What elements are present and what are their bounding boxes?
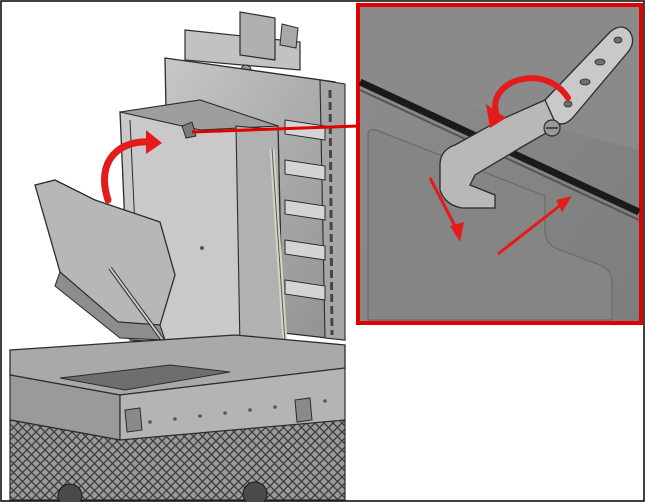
wheel-left (57, 483, 83, 502)
arrow-down-right-icon (428, 177, 458, 229)
tower-ladder (328, 89, 334, 336)
callout-leader-line (191, 124, 359, 134)
curved-arrow-icon (492, 75, 571, 115)
detail-curved-arrow-head (486, 104, 506, 128)
detail-callout (356, 3, 643, 325)
arrow-up-right-icon (497, 202, 563, 256)
top-bracket (239, 11, 276, 61)
wheel-right (242, 481, 268, 502)
cabinet-rivet (200, 246, 204, 250)
machine-assembly (9, 11, 346, 502)
detail-flap-plate (367, 128, 613, 321)
curved-arrow-head (146, 130, 162, 154)
up-arrow-head (556, 196, 572, 212)
mesh-cage (9, 419, 346, 501)
lever-holes (563, 36, 623, 108)
rack-slots (284, 119, 326, 301)
front-hinge-2 (294, 397, 313, 423)
down-arrow-head (450, 222, 464, 242)
cabinet-hook (181, 121, 197, 139)
front-hinge-3 (124, 407, 143, 433)
top-latch (279, 23, 299, 49)
lower-opening (59, 364, 231, 391)
curved-arrow-icon (100, 138, 154, 204)
detail-latch-hook (439, 99, 561, 209)
cabinet-top (119, 99, 279, 131)
